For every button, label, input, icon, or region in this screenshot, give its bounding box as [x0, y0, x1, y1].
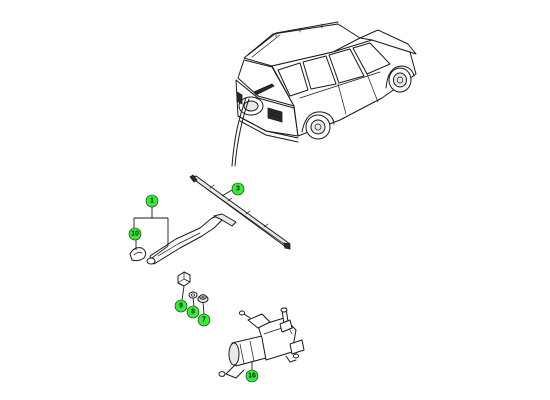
- suv-vehicle-icon: [231, 21, 417, 167]
- washer-icon: [188, 291, 198, 299]
- grommet-icon: [197, 294, 209, 303]
- callout-16-label: 16: [248, 373, 256, 380]
- callout-10-label: 10: [131, 231, 139, 238]
- leader-lines: [133, 189, 253, 370]
- callout-1-label: 1: [150, 198, 154, 205]
- wiper-blade-icon: [189, 174, 291, 250]
- wiper-motor-icon: [218, 307, 305, 379]
- callout-8-label: 8: [191, 309, 195, 316]
- callout-9-label: 9: [179, 303, 183, 310]
- callout-3: 3: [231, 182, 245, 196]
- arm-cap-icon: [129, 247, 147, 262]
- callout-1: 1: [145, 194, 159, 208]
- wiper-arm-icon: [146, 213, 237, 265]
- callout-3-label: 3: [236, 186, 240, 193]
- callout-8: 8: [186, 305, 200, 319]
- callout-16: 16: [245, 369, 259, 383]
- callout-9: 9: [174, 299, 188, 313]
- callout-7: 7: [197, 313, 211, 327]
- callout-10: 10: [128, 227, 142, 241]
- pivot-nut-icon: [177, 271, 191, 287]
- callout-7-label: 7: [202, 317, 206, 324]
